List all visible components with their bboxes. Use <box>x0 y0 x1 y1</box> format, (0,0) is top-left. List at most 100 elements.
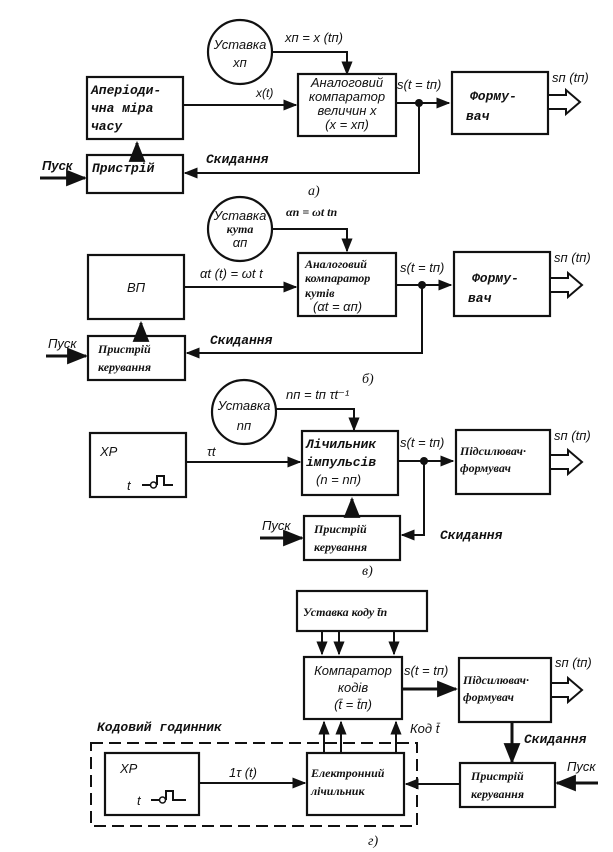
output-signal-label: s(t = tп) <box>397 77 441 92</box>
box-text: керування <box>98 360 151 374</box>
amplifier-shaper-box-c: Підсилювач· формувач <box>454 428 552 496</box>
code-comparator-box: Компаратор кодів (t̄ = t̄п) <box>302 655 404 721</box>
box-text: (t̄ = t̄п) <box>334 697 372 712</box>
reset-line-a <box>183 103 420 179</box>
box-text: кутів <box>305 286 335 300</box>
box-text: Аналоговий <box>304 257 367 271</box>
caption-d: г) <box>368 834 378 849</box>
diagram-d: Уставка коду t̄п Компаратор кодів (t̄ = … <box>90 589 598 849</box>
crystal-oscillator-box-d: ХР t <box>103 751 201 817</box>
box-text: ХР <box>119 761 138 776</box>
box-text: формувач <box>460 461 511 475</box>
box-text: t <box>137 793 142 808</box>
box-text: компаратор <box>309 89 385 104</box>
caption-c: в) <box>362 564 373 579</box>
box-text: Пристрій <box>470 769 524 783</box>
diagram-c: Уставка nп nп = tп τt⁻¹ ХР t τt Лічильни… <box>88 378 591 579</box>
code-label: Код t̄ <box>410 721 441 736</box>
box-text: вач <box>468 291 492 306</box>
output-bus-arrow-b <box>549 270 584 300</box>
pulse-icon <box>149 481 158 489</box>
pulse-icon <box>142 475 173 486</box>
setpoint-circle-b: Уставка кута αп <box>206 195 274 263</box>
box-text: формувач <box>463 690 514 704</box>
setpoint-signal-label: αп = ωt tп <box>286 205 337 219</box>
output-signal-label: s(t = tп) <box>400 260 444 275</box>
box-text: (n = nп) <box>316 472 361 487</box>
caption-a: а) <box>308 184 320 199</box>
box-text: Уставка коду t̄п <box>303 605 388 619</box>
start-label: Пуск <box>42 158 74 173</box>
control-box-b: Пристрій керування <box>86 334 187 382</box>
box-text: Форму- <box>472 271 519 286</box>
diagram-b: Уставка кута αп αп = ωt tп ВП αt (t) = ω… <box>46 195 591 387</box>
diagram-a: Уставка xп xп = x (tп) Аперіоди- чна мір… <box>40 18 589 199</box>
setpoint-symbol: xп <box>232 55 247 70</box>
reset-label: Скидання <box>440 528 503 543</box>
angle-comparator-box: Аналоговий компаратор кутів (αt = αп) <box>296 251 398 318</box>
code-clock-boundary <box>90 742 418 827</box>
output-signal-label: s(t = tп) <box>400 435 444 450</box>
box-text: імпульсів <box>306 455 376 470</box>
code-setpoint-box: Уставка коду t̄п <box>295 589 429 633</box>
reset-line-b <box>185 285 423 359</box>
pulse-counter-box: Лічильник імпульсів (n = nп) <box>300 429 400 497</box>
setpoint-signal-label: xп = x (tп) <box>284 30 343 45</box>
result-label: sп (tп) <box>554 428 591 443</box>
amplifier-shaper-box-d: Підсилювач· формувач <box>457 656 553 724</box>
box-text: ВП <box>127 280 146 295</box>
reset-line-c <box>400 461 425 541</box>
electronic-counter-box: Електронний лічильник <box>305 751 406 817</box>
pulse-icon <box>151 790 186 801</box>
reset-label: Скидання <box>206 152 269 167</box>
output-bus-arrow-c <box>549 447 584 477</box>
setpoint-arrow-a <box>272 51 353 76</box>
output-bus-arrow-a <box>547 87 582 117</box>
box-text: лічильник <box>310 784 365 798</box>
code-clock-label: Кодовий годинник <box>97 720 222 735</box>
box-text: керування <box>471 787 524 801</box>
box-text: Лічильник <box>305 437 376 452</box>
box-text: (x = xп) <box>325 117 369 132</box>
control-box-d: Пристрій керування <box>458 761 557 809</box>
setpoint-symbol: αп <box>233 235 248 250</box>
setpoint-symbol: nп <box>237 418 251 433</box>
start-label: Пуск <box>48 336 77 351</box>
setpoint-arrow-c <box>276 408 360 432</box>
box-text: (αt = αп) <box>313 299 362 314</box>
box-text: вач <box>466 109 490 124</box>
box-text: Підсилювач· <box>462 673 529 687</box>
pulse-icon <box>158 796 167 804</box>
box-text: часу <box>91 119 123 134</box>
setpoint-label: Уставка <box>217 398 271 413</box>
box-text: кодів <box>338 680 368 695</box>
box-text: t <box>127 478 132 493</box>
box-text: Пристрій <box>97 342 151 356</box>
reset-label: Скидання <box>210 333 273 348</box>
result-label: sп (tп) <box>555 655 592 670</box>
setpoint-circle-a: Уставка xп <box>206 18 274 86</box>
input-signal-label: αt (t) = ωt t <box>200 266 264 281</box>
source-box-vp: ВП <box>86 253 186 321</box>
box-text: Аперіоди- <box>90 83 161 98</box>
setpoint-label: Уставка <box>213 208 267 223</box>
reset-label: Скидання <box>524 732 587 747</box>
caption-b: б) <box>362 372 374 387</box>
box-text: Пристрій <box>92 161 155 176</box>
setpoint-arrow-b <box>272 228 353 253</box>
control-box-c: Пристрій керування <box>302 514 402 562</box>
setpoint-label: Уставка <box>213 37 267 52</box>
box-text: ХР <box>99 444 118 459</box>
output-bus-arrow-d <box>550 675 584 705</box>
pulse-signal-label: 1τ (t) <box>229 765 257 780</box>
setpoint-circle-c: Уставка nп <box>210 378 278 446</box>
result-label: sп (tп) <box>554 250 591 265</box>
aperiodic-measure-box: Аперіоди- чна міра часу <box>85 75 185 141</box>
shaper-box-b: Форму- вач <box>452 250 552 318</box>
setpoint-label: кута <box>227 222 254 236</box>
device-box-a: Пристрій <box>85 153 185 195</box>
input-signal-label: τt <box>207 444 217 459</box>
start-label: Пуск <box>262 518 291 533</box>
result-label: sп (tп) <box>552 70 589 85</box>
